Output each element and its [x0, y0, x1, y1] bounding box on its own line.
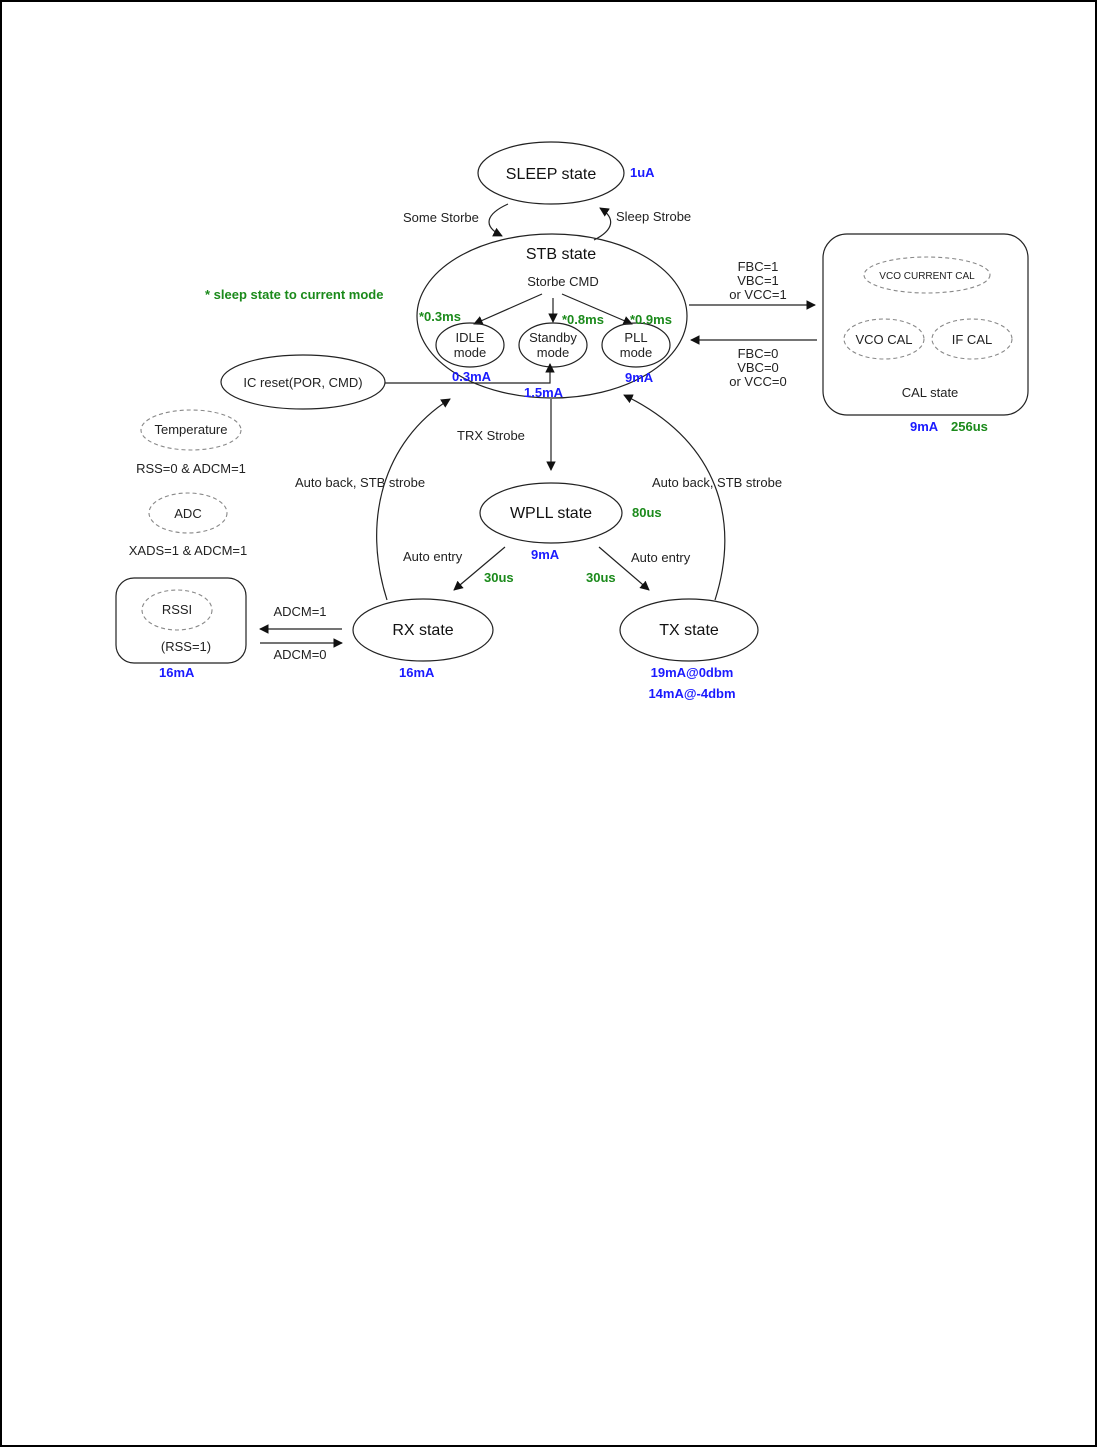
wpll-time: 80us: [632, 505, 662, 520]
cal-in-line3: or VCC=1: [729, 287, 786, 302]
sleep-strobe-arrow: [593, 207, 612, 241]
temperature-label: Temperature: [155, 422, 228, 437]
cal-state-label: CAL state: [902, 385, 959, 400]
adcm1-label: ADCM=1: [273, 604, 326, 619]
tx-current-0dbm: 19mA@0dbm: [651, 665, 734, 680]
tx-state-label: TX state: [659, 622, 719, 639]
idle-mode-node: IDLE mode: [435, 322, 505, 368]
ic-reset-label: IC reset(POR, CMD): [243, 375, 362, 390]
some-strobe-arrow: [488, 203, 509, 237]
cal-in-line2: VBC=1: [737, 273, 779, 288]
cal-state-node: VCO CURRENT CAL VCO CAL IF CAL CAL state: [822, 233, 1029, 416]
trx-strobe-label: TRX Strobe: [457, 428, 525, 443]
standby-mode-line2: mode: [537, 345, 570, 360]
tx-time: 30us: [586, 570, 616, 585]
to-pll-arrow: [561, 293, 633, 326]
sleep-state-label: SLEEP state: [506, 166, 597, 183]
cal-time: 256us: [951, 419, 988, 434]
tx-auto-back-label: Auto back, STB strobe: [652, 475, 782, 490]
if-cal-label: IF CAL: [952, 332, 992, 347]
wpll-current: 9mA: [531, 547, 560, 562]
adc-label: ADC: [174, 506, 201, 521]
tx-auto-entry-label: Auto entry: [631, 550, 691, 565]
standby-time: *0.8ms: [562, 312, 604, 327]
cal-out-line2: VBC=0: [737, 360, 779, 375]
adc-condition: XADS=1 & ADCM=1: [129, 543, 248, 558]
idle-mode-line2: mode: [454, 345, 487, 360]
pll-time: *0.9ms: [630, 312, 672, 327]
stb-current: 1.5mA: [524, 385, 564, 400]
cal-out-line3: or VCC=0: [729, 374, 786, 389]
tx-auto-entry-arrow: [598, 546, 650, 591]
wpll-state-label: WPLL state: [510, 505, 592, 522]
cal-current: 9mA: [910, 419, 939, 434]
cal-out-line1: FBC=0: [738, 346, 779, 361]
rx-auto-entry-label: Auto entry: [403, 549, 463, 564]
pll-current: 9mA: [625, 370, 654, 385]
strobe-cmd-label: Storbe CMD: [527, 274, 599, 289]
tx-current-m4dbm: 14mA@-4dbm: [648, 686, 735, 701]
wpll-state-node: WPLL state: [479, 482, 623, 544]
sleep-note: * sleep state to current mode: [205, 287, 383, 302]
idle-time: *0.3ms: [419, 309, 461, 324]
idle-current: 0.3mA: [452, 369, 492, 384]
some-strobe-label: Some Storbe: [403, 210, 479, 225]
rx-state-label: RX state: [392, 622, 453, 639]
rssi-label: RSSI: [162, 602, 192, 617]
rx-auto-back-label: Auto back, STB strobe: [295, 475, 425, 490]
rx-auto-back-arrow: [376, 398, 451, 601]
ic-reset-node: IC reset(POR, CMD): [220, 354, 386, 410]
rx-current: 16mA: [399, 665, 435, 680]
rssi-condition: (RSS=1): [161, 639, 211, 654]
tx-state-node: TX state: [619, 598, 759, 662]
vco-cal-label: VCO CAL: [855, 332, 912, 347]
stb-state-label: STB state: [526, 246, 596, 263]
sleep-current: 1uA: [630, 165, 655, 180]
rx-time: 30us: [484, 570, 514, 585]
pll-mode-line1: PLL: [624, 330, 647, 345]
rx-auto-entry-arrow: [453, 546, 506, 591]
ic-reset-arrow: [385, 363, 555, 384]
sleep-strobe-label: Sleep Strobe: [616, 209, 691, 224]
cal-in-line1: FBC=1: [738, 259, 779, 274]
stb-state-node: STB state Storbe CMD: [416, 233, 688, 399]
vco-current-cal-label: VCO CURRENT CAL: [879, 271, 975, 282]
idle-mode-line1: IDLE: [456, 330, 485, 345]
temperature-node: [140, 409, 242, 451]
rssi-current: 16mA: [159, 665, 195, 680]
pll-mode-line2: mode: [620, 345, 653, 360]
standby-mode-line1: Standby: [529, 330, 577, 345]
standby-mode-node: Standby mode: [518, 322, 588, 368]
rx-state-node: RX state: [352, 598, 494, 662]
temperature-condition: RSS=0 & ADCM=1: [136, 461, 246, 476]
adcm0-label: ADCM=0: [273, 647, 326, 662]
rssi-node: RSSI (RSS=1): [115, 577, 247, 664]
to-idle-arrow: [473, 293, 543, 325]
tx-auto-back-arrow: [623, 394, 726, 601]
pll-mode-node: PLL mode: [601, 322, 671, 368]
sleep-state-node: SLEEP state: [477, 141, 625, 205]
adc-node: [148, 492, 228, 534]
